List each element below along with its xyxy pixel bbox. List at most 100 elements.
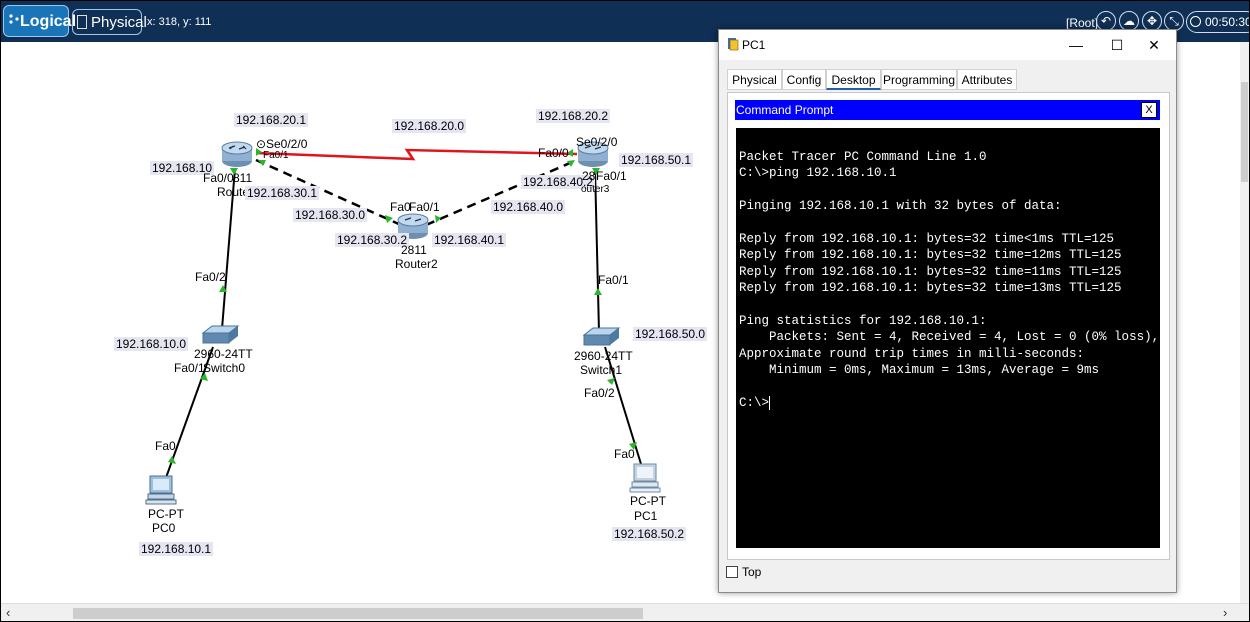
pc0-ip: 192.168.10.1 [139,542,214,556]
maximize-button[interactable]: ☐ [1110,37,1124,53]
top-checkbox-label: Top [742,565,762,579]
cursor-coordinates: x: 318, y: 111 [147,16,212,28]
router3-icon [577,141,609,167]
r2-left-ip: 192.168.30.2 [335,233,410,247]
root-label: [Root] [1066,16,1099,30]
net10-ip: 192.168.10.0 [114,337,189,351]
vertical-scroll-thumb[interactable] [1241,82,1248,182]
link-up-indicator [607,378,615,385]
r2-fa01-port: Fa0/1 [409,200,440,214]
pc1-ip: 192.168.50.2 [612,527,687,541]
terminal-line: C:\>ping 192.168.10.1 [739,166,897,180]
link-up-indicator [219,285,227,292]
r3-model: 28 [582,169,596,183]
r1-se-port: Se0/2/0 [266,137,308,151]
r3-fa00-port: Fa0/0 [538,146,569,160]
link-up-indicator [594,288,602,295]
pc0-fa0-port: Fa0 [155,439,176,453]
cloud-icon[interactable]: ☁ [1119,11,1139,31]
terminal-prompt-line: C:\> [739,395,771,411]
window-close-button[interactable]: ✕ [1148,37,1160,53]
terminal-line: Minimum = 0ms, Maximum = 13ms, Average =… [739,363,1100,377]
scroll-right-arrow[interactable]: › [1223,605,1228,620]
physical-view-icon [77,15,87,29]
switch0-icon [201,325,240,344]
move-icon[interactable]: ✥ [1142,11,1162,31]
simulation-clock: 00:50:30 [1186,11,1250,33]
r1-serial-ip: 192.168.20.1 [234,113,309,127]
command-prompt-close-button[interactable]: X [1141,102,1157,118]
terminal-line: Reply from 192.168.10.1: bytes=32 time<1… [739,232,1115,246]
back-icon[interactable]: ↶ [1096,11,1116,31]
terminal-line: Reply from 192.168.10.1: bytes=32 time=1… [739,248,1122,262]
terminal-line: Ping statistics for 192.168.10.1: [739,314,987,328]
r3-name: outer3 [581,184,610,195]
physical-tab-label: Physical [91,14,147,31]
tab-programming[interactable]: Programming [881,69,957,90]
link-up-indicator [200,373,208,381]
logical-tab[interactable]: Logical [3,5,76,37]
link-up-indicator [258,160,266,166]
topology-canvas[interactable]: 192.168.20.1 ⊙ Se0/2/0 Fa0/1 192.168.10 … [1,42,1249,603]
command-prompt-titlebar: Command Prompt [735,100,1160,120]
physical-tab[interactable]: Physical [72,9,147,35]
terminal-line: Pinging 192.168.10.1 with 32 bytes of da… [739,199,1062,213]
terminal-output[interactable]: Packet Tracer PC Command Line 1.0 C:\>pi… [736,128,1160,548]
pc0-name: PC0 [152,521,176,535]
horizontal-scroll-thumb[interactable] [73,608,643,619]
vertical-scrollbar[interactable] [1240,42,1249,603]
pc1-fa0-port: Fa0 [614,447,635,461]
r3-serial-ip: 192.168.20.2 [536,109,611,123]
pc1-name: PC1 [634,509,658,523]
pc0-type: PC-PT [148,507,184,521]
pc1-window: PC1 — ☐ ✕ Physical Config Desktop Progra… [718,29,1177,593]
minimize-button[interactable]: — [1069,37,1083,53]
link-up-indicator [230,168,238,175]
r2-name: Router2 [395,257,438,271]
link-r1-sw0 [221,167,236,330]
sw0-model: 2960-24TT [194,347,253,361]
r2-right-ip: 192.168.40.1 [432,233,507,247]
net30-ip: 192.168.30.0 [293,208,368,222]
link-up-indicator [567,160,575,167]
command-prompt-panel: Command Prompt X Packet Tracer PC Comman… [727,92,1170,560]
link-up-indicator [592,168,600,175]
clock-icon [1190,16,1201,27]
link-r1-r2 [255,158,402,227]
logical-tab-label: Logical [20,13,77,30]
tab-physical[interactable]: Physical [727,69,782,90]
r1-r2-link-ip: 192.168.30.1 [245,186,320,200]
logical-view-icon [9,14,19,24]
link-up-indicator [567,149,573,157]
viewport-icon[interactable]: ⤡ [1164,11,1184,31]
text-cursor [769,395,771,410]
r3-se-port: Se0/2/0 [576,135,618,149]
pc1-titlebar[interactable]: PC1 — ☐ ✕ [719,30,1176,60]
r1-fa01-port: Fa0/1 [263,150,289,161]
topology-links [145,141,661,505]
tab-desktop[interactable]: Desktop [826,69,881,90]
terminal-line: Reply from 192.168.10.1: bytes=32 time=1… [739,265,1122,279]
sw0-fa02-port: Fa0/2 [195,270,226,284]
r2-model: 2811 [401,243,427,257]
sw0-name: Switch0 [203,361,246,375]
link-up-indicator [435,215,441,223]
r1-se-port-icon: ⊙ [256,137,267,151]
link-r2-r3 [425,158,578,227]
r3-lan-ip: 192.168.50.1 [619,153,694,167]
net50-ip: 192.168.50.0 [633,327,708,341]
pc-window-icon [728,38,739,51]
r3-r2-link-ip: 192.168.40.2 [521,175,596,189]
workspace-toolbar: Logical Physical x: 318, y: 111 [Root] ↶… [1,1,1249,42]
r2-fa-left-port: Fa0 [390,200,411,214]
r1-fa00-port: Fa0/0 [203,171,234,185]
pc1-type: PC-PT [630,494,666,508]
top-checkbox[interactable] [726,566,738,578]
tab-config[interactable]: Config [782,69,826,90]
clock-time: 00:50:30 [1205,15,1250,29]
tab-attributes[interactable]: Attributes [957,69,1017,90]
scroll-left-arrow[interactable]: ‹ [6,605,11,620]
horizontal-scrollbar[interactable]: ‹ › [1,603,1249,621]
link-up-indicator [256,148,262,156]
link-up-indicator [629,442,637,450]
